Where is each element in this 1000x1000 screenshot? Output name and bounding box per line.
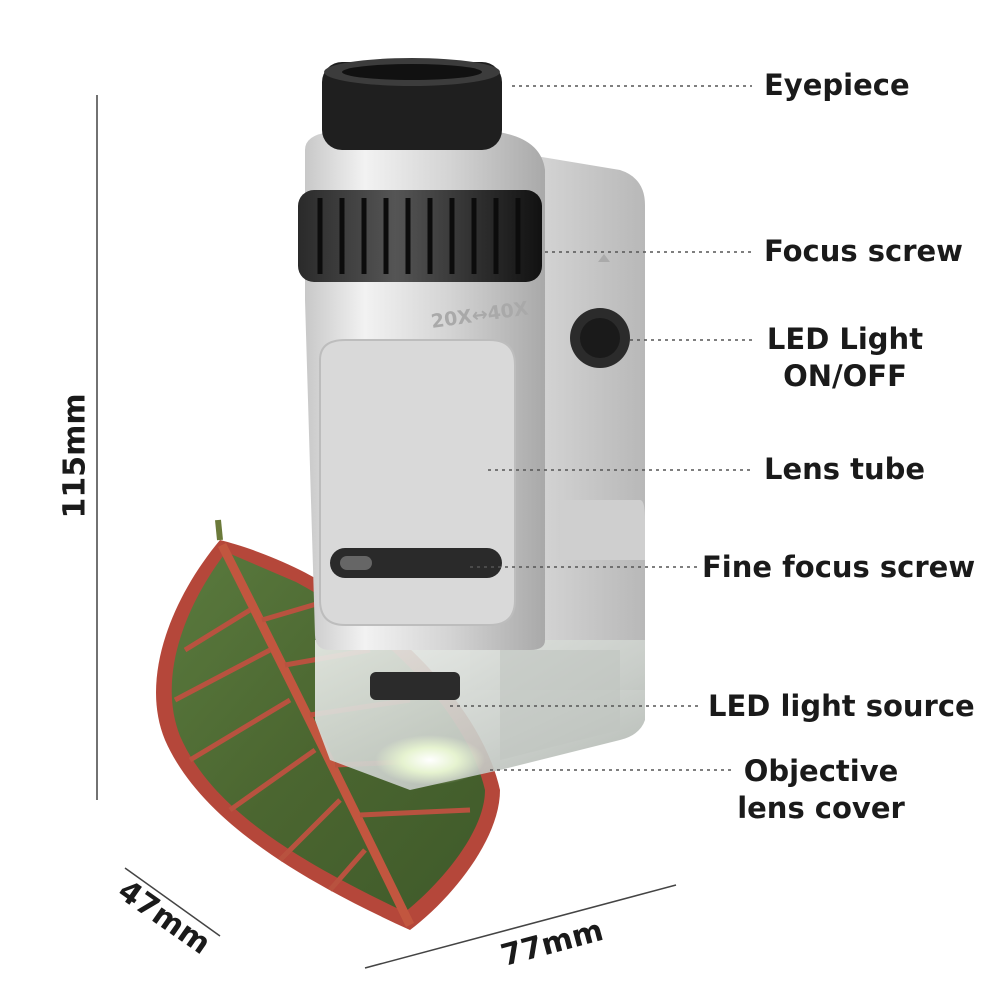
dimension-height: 115mm (57, 393, 93, 519)
label-objective-line2: lens cover (737, 791, 905, 825)
label-fine-focus-screw: Fine focus screw (702, 550, 976, 584)
label-objective-line1: Objective (743, 754, 899, 788)
microscope (298, 58, 645, 790)
label-led-light-line1: LED Light (766, 322, 924, 356)
label-led-light-source: LED light source (708, 689, 975, 723)
label-objective-lens-cover: Objective lens cover (736, 753, 906, 827)
label-led-light: LED Light ON/OFF (764, 321, 926, 395)
label-lens-tube: Lens tube (764, 452, 926, 486)
label-led-light-line2: ON/OFF (783, 359, 907, 393)
label-eyepiece: Eyepiece (764, 68, 910, 102)
callout-lines (450, 85, 756, 771)
dimension-lines (96, 95, 677, 969)
label-focus-screw: Focus screw (764, 234, 963, 268)
